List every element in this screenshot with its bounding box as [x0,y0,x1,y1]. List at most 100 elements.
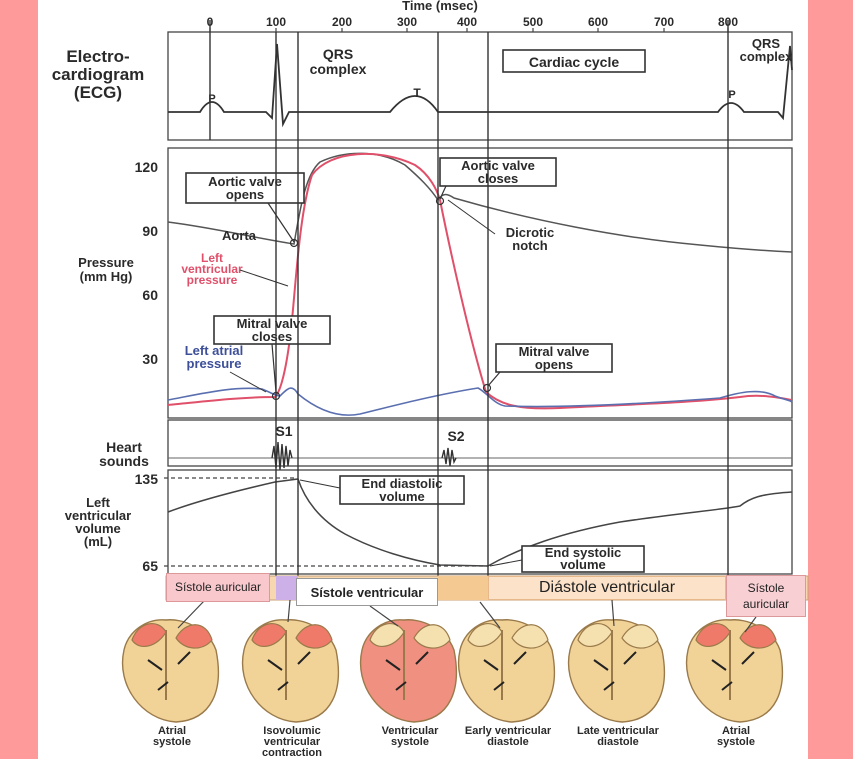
heart-caption-0-0: Atrial [158,725,186,737]
ecg-p-label: P [208,93,215,105]
aortic-closes-2: closes [478,171,518,186]
phase-ventricular-diastole: Diástole ventricular [488,576,726,600]
aortic-closes-box [439,157,557,187]
cardiac-cycle-box [502,49,646,73]
phase-arrow-0 [177,599,206,629]
esv-1: End systolic [545,545,622,560]
lv-pressure-curve [167,152,793,410]
time-tick-5: 500 [523,15,543,29]
s2-waveform [441,447,457,467]
heart-caption-1-0: Isovolumic [263,725,320,737]
phase-arrow-5 [744,616,757,633]
phase-arrow-1 [287,599,291,623]
time-axis-label: Time (msec) [402,0,478,13]
s2-label: S2 [447,428,464,444]
heart-caption-3-1: diastole [487,736,529,748]
heart-caption-0-1: systole [153,736,191,748]
phase-ventricular-systole: Sístole ventricular [296,578,438,606]
pressure-tick-120: 120 [135,159,159,175]
heart-caption-4-0: Late ventricular [577,725,660,737]
time-tick-7: 700 [654,15,674,29]
heart-caption-4-1: diastole [597,736,639,748]
volume-axis-2: ventricular [65,508,131,523]
ecg-label-1: Electro- [66,47,129,66]
pressure-tick-90: 90 [142,223,158,239]
lv-label-3: pressure [187,273,238,287]
pressure-panel [167,147,793,419]
aorta-label: Aorta [222,228,257,243]
pressure-axis-1: Pressure [78,255,134,270]
lv-volume-curve [167,478,793,567]
phase-arrow-3 [479,601,501,629]
aortic-closes-1: Aortic valve [461,158,535,173]
heart-caption-5-1: systole [717,736,755,748]
ecg-label-3: (ECG) [74,83,122,102]
qrs-label-2: complex [310,61,367,77]
lv-label-1: Left [201,251,223,265]
heart-caption-1-2: contraction [262,747,322,759]
time-tick-3: 300 [397,15,417,29]
pressure-tick-60: 60 [142,287,158,303]
heart-caption-5-0: Atrial [722,725,750,737]
phase-atrial-systole-2: Sístole auricular [726,575,806,617]
heart-caption-1-1: ventricular [264,736,321,748]
pressure-axis-2: (mm Hg) [80,269,133,284]
edv-box [339,475,465,505]
qrs2-label-1: QRS [752,36,781,51]
cardiac-cycle-label: Cardiac cycle [529,54,619,70]
mitral-opens-2: opens [535,357,573,372]
isovolumic-relax-band [438,576,488,600]
mitral-closes-2: closes [252,329,292,344]
ecg-label-2: cardiogram [52,65,145,84]
edv-2: volume [379,489,425,504]
aortic-pressure-curve [167,152,793,253]
mitral-opens-1: Mitral valve [519,344,590,359]
mitral-closes-box [213,315,331,345]
heart-sounds-panel [167,419,793,467]
mitral-closes-1: Mitral valve [237,316,308,331]
phase-arrow-4 [611,599,615,627]
volume-tick-135: 135 [135,471,159,487]
heart-illustrations: AtrialsystoleIsovolumicventricularcontra… [121,599,784,759]
phase-arrow-2 [369,605,399,627]
volume-axis-4: (mL) [84,534,112,549]
heart-sounds-1: Heart [106,439,142,455]
time-tick-4: 400 [457,15,477,29]
mitral-opens-box [495,343,613,373]
edv-1: End diastolic [362,476,443,491]
time-tick-1: 100 [266,15,286,29]
s1-label: S1 [275,423,292,439]
aortic-opens-box [185,172,305,204]
heart-caption-2-1: systole [391,736,429,748]
la-label-2: pressure [187,356,242,371]
dicrotic-1: Dicrotic [506,225,554,240]
ecg-panel [167,31,793,141]
aortic-opens-1: Aortic valve [208,174,282,189]
mitral-opens-marker [482,383,492,393]
la-label-1: Left atrial [185,343,244,358]
volume-tick-65: 65 [142,558,158,574]
qrs-label-1: QRS [323,46,353,62]
esv-box [521,545,645,573]
lv-label-2: ventricular [181,262,243,276]
heart-caption-2-0: Ventricular [382,725,440,737]
time-tick-2: 200 [332,15,352,29]
volume-axis-1: Left [86,495,111,510]
isovolumic-band [276,576,298,600]
time-tick-6: 600 [588,15,608,29]
ecg-t-label: T [413,86,421,100]
heart-sounds-2: sounds [99,453,149,469]
heart-caption-3-0: Early ventricular [465,725,552,737]
event-lines [209,20,729,576]
dicrotic-2: notch [512,238,547,253]
volume-panel [167,469,793,575]
volume-axis-3: volume [75,521,121,536]
la-pressure-curve [167,387,793,416]
